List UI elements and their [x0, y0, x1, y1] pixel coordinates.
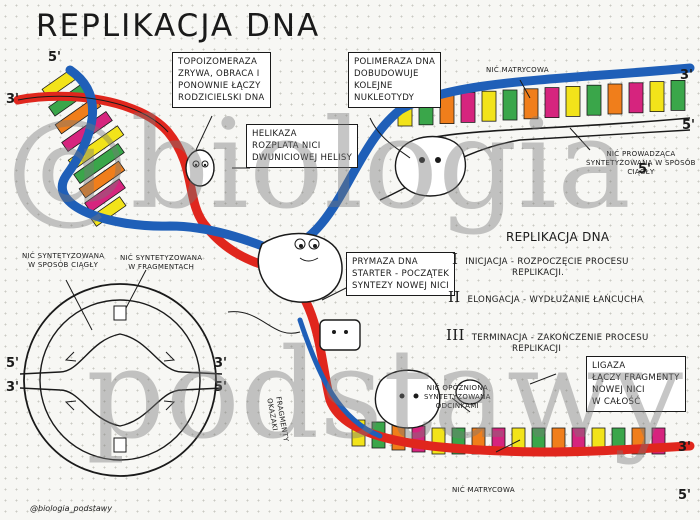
- fragmented-strand-line: W FRAGMENTACH: [128, 263, 195, 271]
- nucleotide: [460, 92, 476, 123]
- continuous-strand-line: NIĆ SYNTETYZOWANA: [22, 252, 105, 260]
- polymerase-enzyme-icon: [394, 135, 467, 197]
- helicase-box: HELIKAZA ROZPLATA NICI DWUNICIOWEJ HELIS…: [246, 124, 359, 168]
- template-strand-label-bottom: NIĆ MATRYCOWA: [452, 486, 515, 494]
- ligase-box: LIGAZA ŁĄCZY FRAGMENTY NOWEJ NICI W CAŁO…: [586, 356, 686, 412]
- primase-box: PRYMAZA DNA STARTER - POCZĄTEK SYNTEZY N…: [346, 252, 456, 296]
- polymerase-line: NUKLEOTYDY: [354, 93, 415, 103]
- ligase-line: NOWEJ NICI: [592, 385, 645, 395]
- helicase-line: DWUNICIOWEJ HELISY: [252, 153, 353, 163]
- stage-3: III TERMINACJA - ZAKOŃCZENIE PROCESU REP…: [446, 328, 649, 355]
- nucleotide: [73, 142, 125, 185]
- end-label-top-right-3: 3': [680, 68, 694, 83]
- annotation-pointers: [65, 79, 591, 453]
- polymerase-line: DOBUDOWUJE: [354, 69, 419, 79]
- lagging-strand-line: SYNTETYZOWANA: [424, 393, 491, 401]
- stages-heading: REPLIKACJA DNA: [506, 230, 610, 244]
- end-label-top-left-5: 5': [48, 50, 62, 65]
- nucleotide: [78, 160, 126, 199]
- topoisomerase-enzyme-icon: [185, 149, 215, 187]
- replication-bubble-diagram: [19, 283, 223, 477]
- ligase-title: LIGAZA: [592, 361, 626, 371]
- lagging-strand-line: NIĆ OPÓŹNIONA: [426, 384, 488, 392]
- topoisomerase-title: TOPOIZOMERAZA: [178, 57, 258, 67]
- ligase-line: ŁĄCZY FRAGMENTY: [592, 373, 680, 383]
- end-label-bottom-right-5: 5': [678, 488, 692, 503]
- nucleotide: [628, 82, 644, 114]
- helicase-line: ROZPLATA NICI: [252, 141, 321, 151]
- end-label-mid-right-5: 5': [638, 162, 652, 177]
- leading-strand-line: CIĄGŁY: [627, 168, 655, 176]
- end-label-circle-right-5: 5': [214, 380, 228, 395]
- primase-enzyme-icon: [319, 319, 361, 351]
- lagging-strand-line: ODCINKAMI: [435, 402, 479, 410]
- stage-3-text: TERMINACJA - ZAKOŃCZENIE PROCESU: [471, 333, 649, 343]
- page-title: REPLIKACJA DNA: [36, 8, 321, 44]
- nucleotide: [544, 87, 560, 118]
- fragmented-strand-line: NIĆ SYNTETYZOWANA: [120, 254, 203, 262]
- topoisomerase-line: RODZICIELSKI DNA: [178, 93, 265, 103]
- nucleotide: [649, 81, 665, 112]
- parental-strand-ink-edge: [17, 95, 169, 133]
- ligase-line: W CAŁOŚĆ: [592, 397, 641, 407]
- stage-2: II ELONGACJA - WYDŁUŻANIE ŁAŃCUCHA: [448, 290, 644, 306]
- nucleotide: [607, 83, 623, 115]
- ligase-enzyme-icon: [455, 379, 485, 405]
- helicase-enzyme-icon: [257, 232, 343, 303]
- topoisomerase-box: TOPOIZOMERAZA ZRYWA, OBRACA I PONOWNIE Ł…: [172, 52, 271, 108]
- leading-strand-line: NIĆ PROWADZĄCA: [606, 150, 676, 158]
- nucleotide: [565, 86, 581, 117]
- template-strand-label-top: NIĆ MATRYCOWA: [486, 66, 549, 74]
- polymerase-line: KOLEJNE: [354, 81, 393, 91]
- stage-2-text: ELONGACJA - WYDŁUŻANIE ŁAŃCUCHA: [467, 295, 644, 305]
- nucleotide: [502, 89, 518, 121]
- end-label-bottom-right-3: 3': [678, 440, 692, 455]
- end-label-top-left-3: 3': [6, 92, 20, 107]
- stage-3-number: III: [446, 326, 465, 344]
- stage-1-text-2: REPLIKACJI.: [512, 268, 565, 278]
- primase-line: STARTER - POCZĄTEK: [352, 269, 450, 279]
- nucleotide: [670, 80, 686, 111]
- upper-new-strand: [419, 117, 691, 141]
- end-label-circle-right-3: 3': [214, 356, 228, 371]
- fragmented-strand-label: NIĆ SYNTETYZOWANA W FRAGMENTACH: [120, 254, 202, 272]
- end-label-top-right-5: 5': [682, 118, 696, 133]
- lower-template-strand: [277, 267, 695, 457]
- primase-line: SYNTEZY NOWEJ NICI: [352, 281, 449, 291]
- stage-1-text: INICJACJA - ROZPOCZĘCIE PROCESU: [465, 257, 629, 267]
- lagging-polymerase-enzyme-icon: [374, 369, 441, 429]
- leading-strand-line: SYNTETYZOWANA W SPOSÓB: [586, 159, 696, 167]
- stage-3-text-2: REPLIKACJI: [512, 344, 562, 354]
- primase-title: PRYMAZA DNA: [352, 257, 418, 267]
- end-label-circle-left-5: 5': [6, 356, 20, 371]
- nucleotide: [84, 178, 126, 213]
- nucleotide: [481, 90, 497, 122]
- stage-1: I INICJACJA - ROZPOCZĘCIE PROCESU REPLIK…: [452, 252, 629, 279]
- continuous-strand-line: W SPOSÓB CIĄGŁY: [28, 261, 99, 269]
- nucleotide: [523, 88, 539, 120]
- parental-strand-blue: [57, 65, 283, 257]
- lagging-strand-label: NIĆ OPÓŹNIONA SYNTETYZOWANA ODCINKAMI: [424, 384, 491, 411]
- end-label-circle-left-3: 3': [6, 380, 20, 395]
- nucleotide: [586, 84, 602, 116]
- stage-1-number: I: [452, 250, 459, 268]
- topoisomerase-line: PONOWNIE ŁĄCZY: [178, 81, 261, 91]
- parental-strand-red: [13, 91, 285, 275]
- polymerase-title: POLIMERAZA DNA: [354, 57, 436, 67]
- polymerase-box: POLIMERAZA DNA DOBUDOWUJE KOLEJNE NUKLEO…: [348, 52, 442, 108]
- helicase-title: HELIKAZA: [252, 129, 297, 139]
- leading-strand-label: NIĆ PROWADZĄCA SYNTETYZOWANA W SPOSÓB CI…: [586, 150, 696, 177]
- lower-template-strand-blue: [297, 317, 383, 439]
- stage-2-number: II: [448, 288, 461, 306]
- continuous-strand-label: NIĆ SYNTETYZOWANA W SPOSÓB CIĄGŁY: [22, 252, 104, 270]
- topoisomerase-line: ZRYWA, OBRACA I: [178, 69, 260, 79]
- author-credit: @biologia_podstawy: [30, 504, 113, 513]
